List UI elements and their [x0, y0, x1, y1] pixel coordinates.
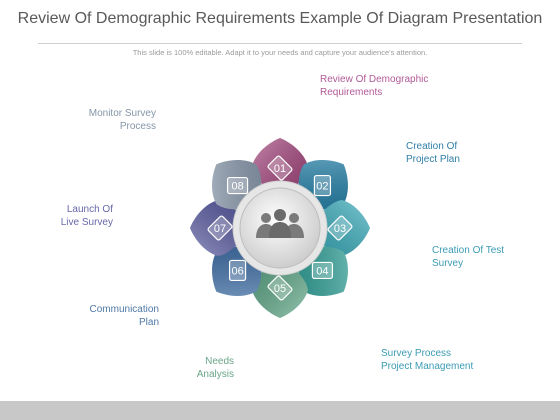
step-number-06: 06	[231, 265, 243, 277]
petal-08: 08	[196, 144, 281, 229]
title-divider	[38, 43, 522, 44]
step-number-02: 02	[316, 181, 328, 193]
petal-02: 02	[279, 144, 364, 229]
petal-06: 06	[196, 227, 281, 312]
slide-subtitle: This slide is 100% editable. Adapt it to…	[132, 48, 428, 57]
step-number-08: 08	[231, 181, 243, 193]
footer-bar	[0, 401, 560, 420]
petal-03: 03	[307, 200, 370, 256]
petal-04: 04	[279, 227, 364, 312]
petal-01: 01	[252, 138, 308, 201]
petal-05: 05	[252, 255, 308, 318]
petal-07: 07	[190, 200, 253, 256]
step-number-01: 01	[274, 163, 286, 175]
slide-title: Review Of Demographic Requirements Examp…	[17, 10, 543, 27]
step-number-05: 05	[274, 283, 286, 295]
step-number-04: 04	[316, 265, 328, 277]
step-number-07: 07	[214, 223, 226, 235]
step-number-03: 03	[334, 223, 346, 235]
people-group-icon	[256, 209, 304, 238]
